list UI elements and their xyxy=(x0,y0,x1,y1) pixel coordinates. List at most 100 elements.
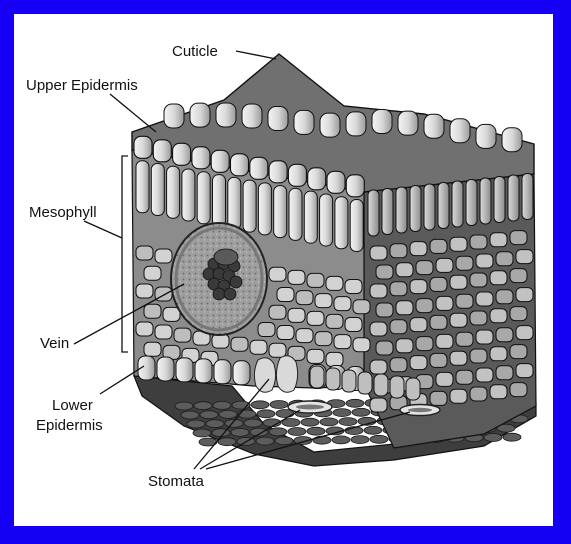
side-palisade-cell xyxy=(396,187,407,233)
side-spongy-cell xyxy=(476,368,493,382)
palisade-cell xyxy=(151,163,164,215)
vein-bundle xyxy=(171,223,267,335)
side-spongy-cell xyxy=(370,360,387,374)
side-spongy-cell xyxy=(510,345,527,359)
upper-epidermis-cell xyxy=(476,124,496,148)
side-spongy-cell xyxy=(416,299,433,313)
surface-cell xyxy=(181,411,199,419)
mesophyll-bracket xyxy=(122,156,128,352)
side-spongy-cell xyxy=(476,254,493,268)
cuticle-leader xyxy=(236,51,276,59)
upper-epidermis-cell xyxy=(216,103,236,127)
side-spongy-cell xyxy=(376,341,393,355)
side-spongy-cell xyxy=(490,385,507,399)
spongy-cell xyxy=(345,317,362,331)
upper-epidermis-cell xyxy=(450,119,470,143)
surface-cell xyxy=(270,401,288,409)
upper-epidermis-leader xyxy=(110,94,156,132)
lower-epidermis-cell xyxy=(195,359,212,383)
surface-cell xyxy=(218,438,236,446)
side-spongy-cell xyxy=(390,244,407,258)
spongy-cell xyxy=(269,305,286,319)
stomata-label: Stomata xyxy=(148,473,205,490)
palisade-cell xyxy=(320,194,333,246)
spongy-cell xyxy=(307,273,324,287)
spongy-cell xyxy=(231,337,248,351)
surface-cell xyxy=(370,435,388,443)
phloem-cell xyxy=(214,249,238,265)
side-spongy-cell xyxy=(496,328,513,342)
side-spongy-cell xyxy=(436,372,453,386)
leaf-cross-section-diagram: Cuticle Upper Epidermis Mesophyll Vein L… xyxy=(14,14,553,526)
upper-epidermis-cell xyxy=(294,110,314,134)
xylem-cell xyxy=(213,288,225,300)
spongy-cell xyxy=(155,325,172,339)
palisade-cell xyxy=(304,191,317,243)
side-spongy-cell xyxy=(516,250,533,264)
upper-epidermis-cell xyxy=(190,103,210,127)
surface-cell xyxy=(333,409,351,417)
side-spongy-cell xyxy=(410,280,427,294)
upper-epidermis-cell xyxy=(231,154,249,176)
upper-epidermis-cell xyxy=(288,164,306,186)
side-spongy-cell xyxy=(370,246,387,260)
side-spongy-cell xyxy=(370,398,387,412)
spongy-cell xyxy=(269,343,286,357)
upper-epidermis-cell xyxy=(153,140,171,162)
side-spongy-cell xyxy=(430,391,447,405)
surface-cell xyxy=(313,436,331,444)
side-spongy-cell xyxy=(416,261,433,275)
side-spongy-cell xyxy=(496,366,513,380)
palisade-cell xyxy=(350,199,363,251)
side-spongy-cell xyxy=(490,309,507,323)
lower-epidermis-cell xyxy=(406,378,420,400)
side-spongy-cell xyxy=(456,332,473,346)
side-spongy-cell xyxy=(410,318,427,332)
spongy-cell xyxy=(136,284,153,298)
side-spongy-cell xyxy=(496,290,513,304)
spongy-cell xyxy=(174,328,191,342)
surface-cell xyxy=(269,428,287,436)
upper-epidermis-cell xyxy=(320,113,340,137)
spongy-cell xyxy=(136,322,153,336)
palisade-cell xyxy=(274,186,287,238)
spongy-cell xyxy=(269,267,286,281)
lower-epidermis-cell xyxy=(176,358,193,382)
side-spongy-cell xyxy=(470,387,487,401)
palisade-cell xyxy=(197,172,210,224)
side-spongy-cell xyxy=(390,282,407,296)
spongy-cell xyxy=(326,276,343,290)
side-spongy-cell xyxy=(410,242,427,256)
side-spongy-cell xyxy=(390,320,407,334)
upper-epidermis-cell xyxy=(268,107,288,131)
upper-epidermis-cell xyxy=(211,150,229,172)
side-spongy-cell xyxy=(430,277,447,291)
spongy-cell xyxy=(326,314,343,328)
surface-cell xyxy=(320,418,338,426)
side-spongy-cell xyxy=(470,349,487,363)
upper-epidermis-cell xyxy=(327,171,345,193)
lower-epidermis-cell xyxy=(326,368,340,390)
side-spongy-cell xyxy=(396,263,413,277)
spongy-cell xyxy=(315,332,332,346)
surface-cell xyxy=(231,428,249,436)
surface-cell xyxy=(339,418,357,426)
surface-cell xyxy=(307,427,325,435)
side-palisade-cell xyxy=(452,181,463,227)
lower-epidermis-label-line2: Epidermis xyxy=(36,417,103,434)
upper-epidermis-cell xyxy=(308,168,326,190)
mesophyll-label: Mesophyll xyxy=(29,204,97,221)
spongy-cell xyxy=(155,249,172,263)
upper-epidermis-cell xyxy=(134,136,152,158)
vein-label: Vein xyxy=(40,335,69,352)
upper-epidermis-cell xyxy=(164,104,184,128)
side-spongy-cell xyxy=(430,315,447,329)
surface-cell xyxy=(251,401,269,409)
lower-epidermis-cell xyxy=(310,366,324,388)
side-spongy-cell xyxy=(376,265,393,279)
spongy-cell xyxy=(353,338,370,352)
side-spongy-cell xyxy=(510,383,527,397)
surface-cell xyxy=(193,429,211,437)
surface-cell xyxy=(332,436,350,444)
upper-epidermis-cell xyxy=(269,161,287,183)
